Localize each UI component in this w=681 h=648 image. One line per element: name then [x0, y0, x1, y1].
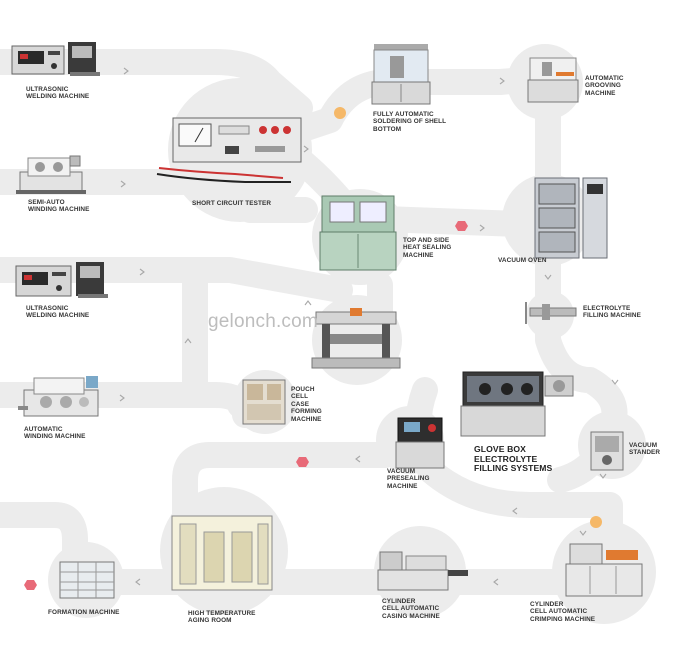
formation-machine-image: [59, 561, 115, 599]
top-side-heat-sealing-machine-image: [319, 195, 397, 271]
label-automatic-grooving: AUTOMATIC GROOVING MACHINE: [585, 75, 624, 97]
label-cylinder-crimping: CYLINDER CELL AUTOMATIC CRIMPING MACHINE: [530, 601, 596, 623]
watermark: gelonch.com: [208, 311, 318, 332]
ultrasonic-welding-machine-top-image: [11, 42, 100, 76]
label-formation-machine: FORMATION MACHINE: [48, 609, 120, 616]
vacuum-oven-image: [534, 177, 608, 259]
ultrasonic-welding-machine-mid-image: [15, 262, 108, 298]
fully-automatic-soldering-machine-image: [371, 44, 431, 105]
automatic-grooving-machine-image: [527, 57, 579, 103]
flow-chevrons: [119, 67, 619, 586]
label-top-side-heat-sealing: TOP AND SIDE HEAT SEALING MACHINE: [403, 237, 452, 259]
label-ultrasonic-welding-top: ULTRASONIC WELDING MACHINE: [26, 86, 90, 101]
electrolyte-filling-machine-image: [525, 302, 577, 324]
label-fully-automatic-soldering: FULLY AUTOMATIC SOLDERING OF SHELL BOTTO…: [373, 111, 447, 133]
label-pouch-cell-case-forming: POUCH CELL CASE FORMING MACHINE: [291, 386, 322, 423]
pouch-cell-case-forming-machine-image: [242, 379, 286, 425]
label-ultrasonic-welding-mid: ULTRASONIC WELDING MACHINE: [26, 305, 90, 320]
cylinder-cell-crimping-machine-image: [565, 543, 643, 597]
label-automatic-winding: AUTOMATIC WINDING MACHINE: [24, 426, 86, 441]
label-semi-auto-winding: SEMI-AUTO WINDING MACHINE: [28, 199, 90, 214]
cylinder-cell-casing-machine-image: [377, 551, 468, 591]
label-vacuum-oven: VACUUM OVEN: [498, 257, 547, 264]
glove-box-electrolyte-filling-image: [460, 371, 574, 437]
label-vacuum-presealing: VACUUM PRESEALING MACHINE: [387, 468, 430, 490]
automatic-winding-machine-image: [18, 376, 99, 417]
label-cylinder-casing: CYLINDER CELL AUTOMATIC CASING MACHINE: [382, 598, 440, 620]
label-glove-box-filling: GLOVE BOX ELECTROLYTE FILLING SYSTEMS: [474, 444, 553, 474]
label-high-temperature-aging: HIGH TEMPERATURE AGING ROOM: [188, 610, 256, 625]
flow-markers: [24, 107, 602, 590]
label-short-circuit-tester: SHORT CIRCUIT TESTER: [192, 200, 272, 207]
vacuum-stander-image: [590, 431, 624, 471]
semi-auto-winding-machine-image: [16, 155, 86, 194]
short-circuit-tester-image: [156, 117, 302, 183]
pouch-cell-forming-press-image: [311, 308, 401, 369]
high-temperature-aging-room-image: [171, 515, 273, 591]
label-electrolyte-filling: ELECTROLYTE FILLING MACHINE: [583, 305, 641, 320]
label-vacuum-stander: VACUUM STANDER: [629, 442, 661, 457]
vacuum-presealing-machine-image: [395, 417, 445, 469]
